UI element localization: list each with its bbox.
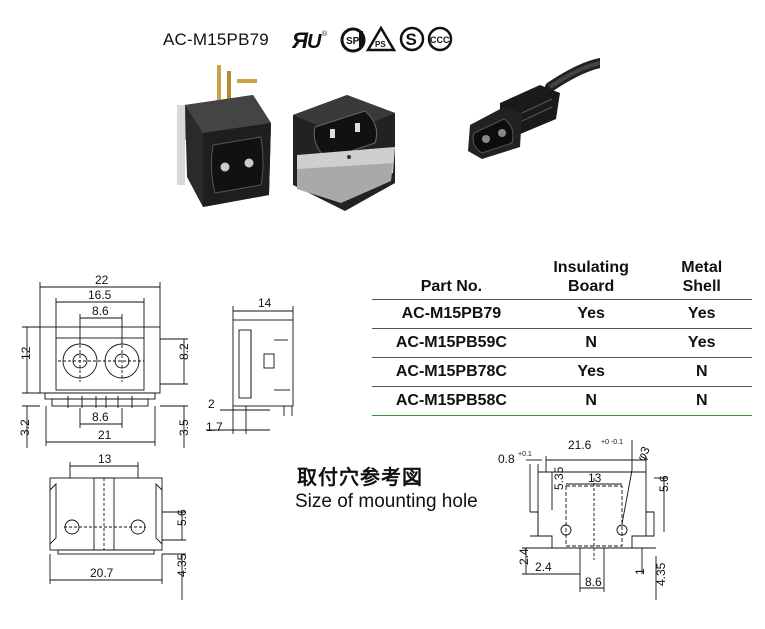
dim-text: +0 -0.1	[601, 439, 623, 446]
cell-insulating: N	[530, 386, 652, 416]
cell-metal: Yes	[651, 299, 752, 329]
dim-text: 20.7	[90, 566, 114, 580]
dim-text: 2	[208, 397, 215, 411]
mounting-hole-drawing	[522, 440, 668, 600]
dim-text: 14	[258, 296, 272, 310]
cell-insulating: N	[530, 328, 652, 358]
dim-text: 3.2	[18, 419, 32, 436]
svg-text:U: U	[307, 31, 322, 53]
dim-text: 8.6	[92, 410, 109, 424]
svg-text:S: S	[406, 30, 417, 49]
header-part-no: Part No.	[420, 278, 483, 295]
side-view-drawing	[206, 306, 294, 434]
mounting-hole-title-en: Size of mounting hole	[295, 491, 478, 512]
cell-insulating: Yes	[530, 299, 652, 329]
table-row: AC-M15PB79 Yes Yes	[372, 299, 752, 329]
mounting-hole-title-cn: 取付穴参考図	[297, 465, 423, 489]
product-title: AC-M15PB79	[163, 30, 269, 49]
cord-connector-photo	[468, 58, 600, 159]
dim-text: 4.35	[175, 553, 189, 577]
S-mark-icon: S	[399, 26, 425, 52]
table-row: AC-M15PB78C Yes N	[372, 357, 752, 387]
dim-text: 12	[19, 346, 33, 360]
dim-text: 1.7	[206, 420, 223, 434]
cell-part: AC-M15PB78C	[372, 357, 531, 387]
dim-text: 5.6	[175, 509, 189, 526]
svg-text:CCC: CCC	[430, 35, 450, 45]
socket-photo-shell	[293, 95, 395, 211]
svg-text:®: ®	[322, 30, 328, 38]
cell-part: AC-M15PB59C	[372, 328, 531, 358]
dim-text: 21.6	[568, 438, 592, 452]
dim-text: 0.8	[498, 452, 515, 466]
PSE-mark-icon: PS	[365, 25, 397, 52]
dim-text: 16.5	[88, 288, 112, 302]
dim-text: 8.6	[585, 575, 602, 589]
dim-text: 1	[633, 568, 647, 575]
svg-text:Я: Я	[292, 28, 309, 53]
dim-text: 13	[588, 471, 602, 485]
dim-text: +0.1	[518, 451, 532, 458]
dim-text: 3.5	[177, 419, 191, 436]
front-view-drawing	[22, 282, 188, 448]
product-photos	[177, 58, 600, 211]
socket-photo-pcb	[177, 65, 271, 207]
dim-text: 21	[98, 428, 112, 442]
cell-metal: N	[651, 386, 752, 416]
svg-text:PS: PS	[375, 40, 386, 49]
UR-mark-icon: Я U ®	[292, 28, 328, 53]
dim-text: 2.4	[535, 560, 552, 574]
dim-text: φ3	[634, 444, 653, 463]
cell-part: AC-M15PB58C	[372, 386, 531, 416]
cell-metal: Yes	[651, 328, 752, 358]
dim-text: 4.35	[654, 562, 668, 586]
dim-text: 8.2	[177, 343, 191, 360]
bottom-view-drawing	[49, 462, 186, 600]
dim-text: 22	[95, 273, 109, 287]
CCC-mark-icon: CCC	[427, 26, 453, 52]
dim-text: 2.4	[517, 548, 531, 565]
cell-metal: N	[651, 357, 752, 387]
dim-text: 8.6	[92, 304, 109, 318]
table-row: AC-M15PB58C N N	[372, 386, 752, 416]
cell-insulating: Yes	[530, 357, 652, 387]
svg-text:SP: SP	[346, 36, 360, 47]
dim-text: 13	[98, 452, 112, 466]
dim-text: 5.35	[552, 466, 566, 490]
dim-text: 5.6	[657, 475, 671, 492]
certification-marks: Я U ® SP PS S CCC	[292, 25, 453, 53]
table-row: AC-M15PB59C N Yes	[372, 328, 752, 358]
CSA-mark-icon: SP	[340, 27, 366, 53]
cell-part: AC-M15PB79	[372, 299, 531, 329]
